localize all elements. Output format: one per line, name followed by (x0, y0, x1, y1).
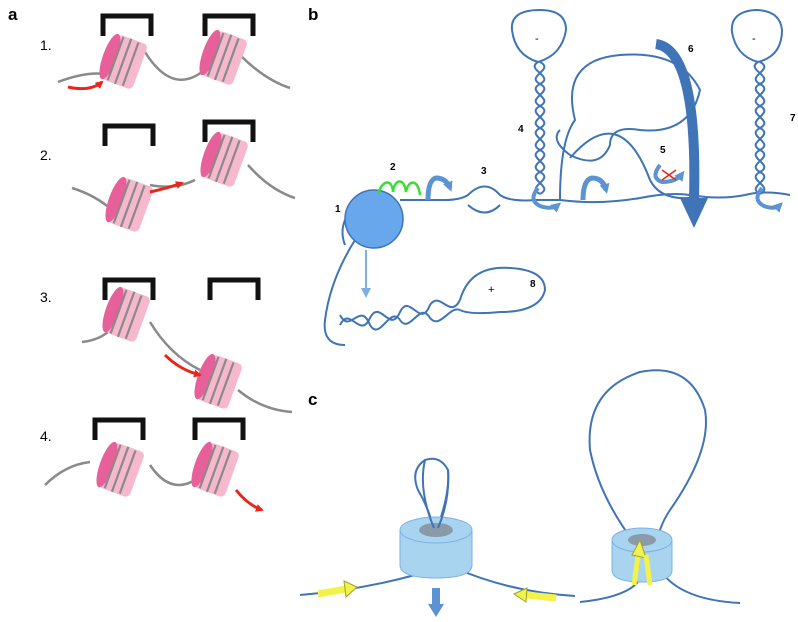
red-arrow (234, 489, 264, 512)
plectoneme-loop-left (510, 8, 568, 64)
sign-right-loop: - (752, 33, 756, 45)
nucleosome (91, 438, 147, 500)
ring-hole (419, 523, 453, 537)
dna-loop (555, 53, 702, 201)
cohesin-left (299, 457, 576, 617)
row-2 (71, 122, 296, 235)
polymerase-circle (344, 189, 404, 249)
plectoneme-loop-right (730, 8, 784, 64)
red-arrow (149, 181, 184, 194)
yellow-arrow (631, 554, 641, 586)
plectoneme-loop-bottom (459, 266, 547, 315)
big-arrow (654, 39, 700, 201)
bracket (95, 420, 143, 440)
step-label-4: 4. (40, 428, 52, 444)
b-label-5: 5 (660, 145, 666, 156)
red-arrow (67, 80, 104, 91)
b-label-1: 1 (335, 204, 341, 215)
twist-arrow (531, 186, 562, 213)
bracket (103, 16, 151, 36)
dna-loop-inner (569, 132, 691, 200)
row-4 (44, 420, 264, 512)
nucleosome (189, 350, 245, 412)
ring-body (399, 529, 473, 579)
b-label-7: 7 (790, 113, 796, 124)
yellow-arrow (317, 585, 347, 598)
b-label-8: 8 (530, 279, 536, 290)
dna-bubble (467, 204, 501, 214)
dna-strand (57, 51, 291, 90)
row-1 (57, 16, 291, 92)
dna-backbone (400, 185, 691, 204)
panel-b-diagram (323, 8, 791, 346)
panel-label-a: a (8, 5, 18, 24)
row-3 (81, 280, 293, 414)
panel-label-c: c (308, 390, 317, 409)
bracket (105, 126, 153, 146)
blocked-cross (661, 169, 677, 181)
b-label-2: 2 (390, 162, 396, 173)
sign-left-loop: - (535, 33, 539, 45)
yellow-arrow (525, 591, 557, 602)
b-label-4: 4 (518, 124, 524, 135)
rna-transcript (376, 180, 422, 196)
dna-strand (44, 460, 196, 487)
sign-bottom-loop: + (488, 284, 494, 296)
red-arrow (163, 353, 202, 378)
dna-strand (81, 321, 293, 414)
bracket (210, 280, 258, 300)
nucleosome (194, 26, 250, 88)
nucleosome (100, 173, 156, 235)
dna-strand (71, 164, 296, 211)
step-label-1: 1. (40, 37, 52, 53)
twist-arrow (653, 163, 685, 185)
bracket (195, 420, 243, 440)
dna-left-strand (323, 239, 356, 346)
b-label-3: 3 (481, 166, 487, 177)
supercoil-bottom (339, 299, 461, 327)
b-label-6: 6 (688, 44, 694, 55)
bracket (205, 16, 253, 36)
nucleosome (186, 438, 242, 500)
panel-label-b: b (308, 5, 318, 24)
step-label-3: 3. (40, 289, 52, 305)
twist-arrow (580, 175, 610, 201)
nucleosome (94, 30, 150, 92)
cohesin-right (579, 369, 741, 604)
step-label-2: 2. (40, 147, 52, 163)
twist-arrow (755, 186, 783, 213)
ring-hole (628, 534, 656, 546)
dna-backbone-right (689, 191, 791, 199)
twist-arrow (425, 175, 453, 201)
